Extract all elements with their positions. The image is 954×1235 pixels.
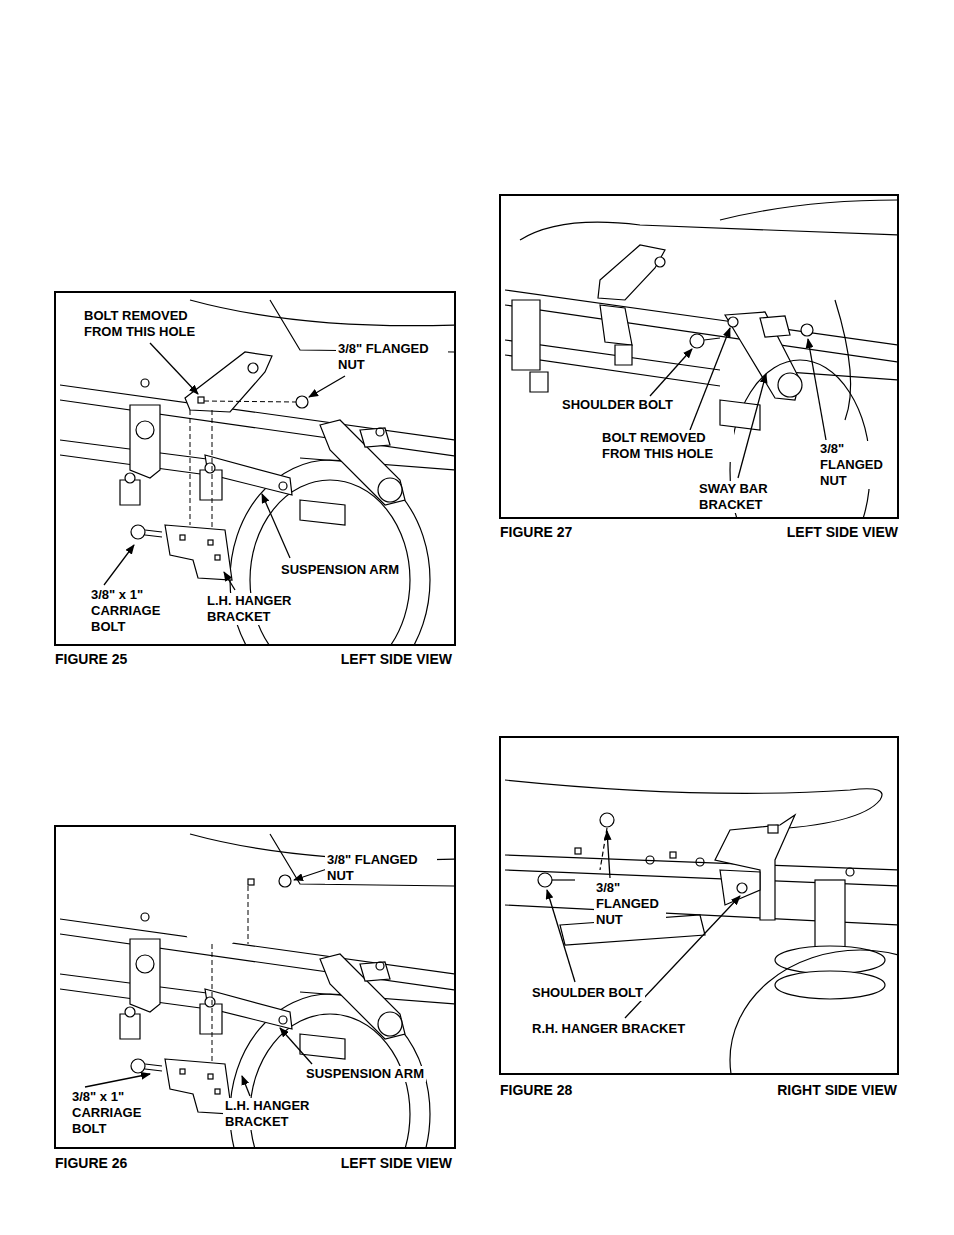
callout-label: BOLT REMOVED FROM THIS HOLE: [82, 308, 216, 340]
view-caption: LEFT SIDE VIEW: [341, 1155, 452, 1172]
callout-label: 3/8" FLANGED NUT: [336, 341, 448, 373]
callout-label: 3/8" FLANGED NUT: [818, 441, 892, 489]
callout-label: R.H. HANGER BRACKET: [530, 1021, 687, 1037]
callout-label: L.H. HANGER BRACKET: [223, 1098, 322, 1130]
figure-caption: FIGURE 26: [55, 1155, 127, 1172]
view-caption: LEFT SIDE VIEW: [341, 651, 452, 668]
callout-label: 3/8" FLANGED NUT: [594, 880, 666, 928]
callout-label: SUSPENSION ARM: [279, 562, 401, 578]
figure-caption: FIGURE 27: [500, 524, 572, 541]
view-caption: RIGHT SIDE VIEW: [777, 1082, 897, 1099]
callout-label: SHOULDER BOLT: [530, 985, 645, 1001]
callout-label: 3/8" FLANGED NUT: [325, 852, 437, 884]
callout-label: SUSPENSION ARM: [304, 1066, 426, 1082]
callout-label: BOLT REMOVED FROM THIS HOLE: [600, 430, 734, 462]
callout-label: L.H. HANGER BRACKET: [205, 593, 304, 625]
callout-label: SHOULDER BOLT: [560, 397, 675, 413]
callout-label: SWAY BAR BRACKET: [697, 481, 781, 513]
figure-caption: FIGURE 28: [500, 1082, 572, 1099]
figure-caption: FIGURE 25: [55, 651, 127, 668]
callout-label: 3/8" x 1" CARRIAGE BOLT: [89, 587, 171, 635]
callout-label: 3/8" x 1" CARRIAGE BOLT: [70, 1089, 152, 1137]
view-caption: LEFT SIDE VIEW: [787, 524, 898, 541]
